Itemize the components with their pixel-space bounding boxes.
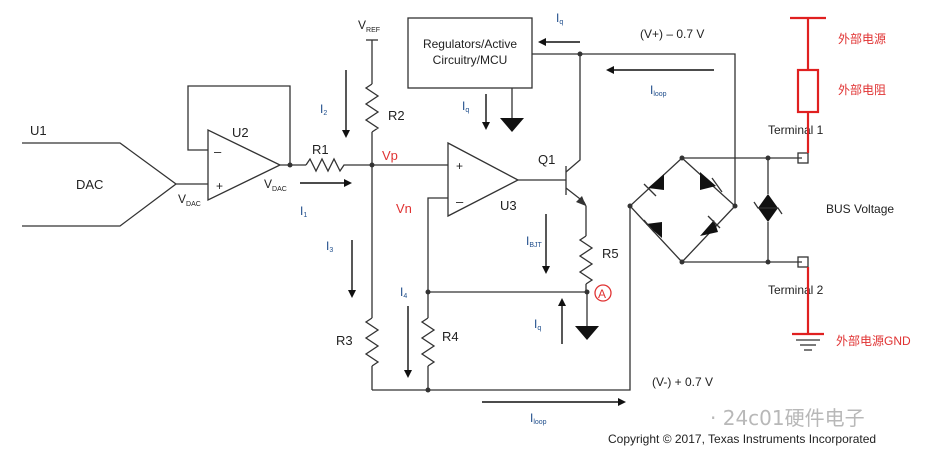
ground-icon-reg <box>500 118 524 132</box>
i1-arrow <box>300 179 352 187</box>
i3-arrow <box>348 240 356 298</box>
iloop-top-arrow <box>606 66 714 74</box>
r1-label: R1 <box>312 142 329 157</box>
vp-label: Vp <box>382 148 398 163</box>
iq-left-arrow <box>538 38 580 46</box>
iq-label-a: Iq <box>534 317 541 332</box>
r1-resistor: R1 <box>305 142 372 173</box>
node-a: A <box>594 284 612 302</box>
svg-text:Circuitry/MCU: Circuitry/MCU <box>433 53 508 67</box>
i3-label: I3 <box>326 239 333 254</box>
vdac-u1-label: VDAC <box>178 192 201 208</box>
u3-label: U3 <box>500 198 517 213</box>
ext-gnd-label: 外部电源GND <box>836 333 911 348</box>
iq-up-arrow <box>558 298 566 344</box>
vdac-u2-label: VDAC <box>264 177 287 193</box>
iq-down-arrow <box>482 94 490 130</box>
i2-label: I2 <box>320 102 327 117</box>
u2-plus-sign: + <box>216 179 223 193</box>
vminus-label: (V-) + 0.7 V <box>652 375 713 389</box>
r4-label: R4 <box>442 329 459 344</box>
u2-op-amp: – + U2 <box>207 125 282 202</box>
r5-label: R5 <box>602 246 619 261</box>
iloop-label-bottom: Iloop <box>530 411 547 426</box>
watermark: · 24c01硬件电子 <box>710 406 865 430</box>
terminal1-label: Terminal 1 <box>768 123 824 137</box>
r3-label: R3 <box>336 333 353 348</box>
terminal2-pad <box>797 256 809 268</box>
terminal1-pad <box>797 152 809 164</box>
u3-plus-sign: + <box>456 159 463 173</box>
u2-minus-sign: – <box>214 144 222 159</box>
ext-source-label: 外部电源 <box>838 31 886 46</box>
i4-label: I4 <box>400 285 407 300</box>
ext-resistor-label: 外部电阻 <box>838 82 886 97</box>
u3-minus-sign: – <box>456 194 464 209</box>
tvs-diode <box>753 158 783 262</box>
i1-label: I1 <box>300 204 307 219</box>
bottom-return-wire <box>372 206 631 393</box>
ground-icon-a <box>575 326 599 340</box>
svg-text:Regulators/Active: Regulators/Active <box>423 37 517 51</box>
dac-block: U1 DAC VDAC <box>22 123 201 227</box>
u3-op-amp: + – U3 <box>447 141 520 218</box>
terminal2-label: Terminal 2 <box>768 283 824 297</box>
vref-label: VREF <box>358 18 380 34</box>
r2-label: R2 <box>388 108 405 123</box>
q1-transistor: Q1 <box>538 54 587 207</box>
r4-resistor: R4 <box>420 292 459 390</box>
q1-label: Q1 <box>538 152 555 167</box>
dac-label: DAC <box>76 177 103 192</box>
vn-label: Vn <box>396 201 412 216</box>
u1-label: U1 <box>30 123 47 138</box>
iloop-label-top: Iloop <box>650 83 667 98</box>
i4-arrow <box>404 306 412 378</box>
u2-label: U2 <box>232 125 249 140</box>
regulators-block: Regulators/Active Circuitry/MCU <box>407 17 533 89</box>
ground-icon-external <box>796 339 820 351</box>
copyright: Copyright © 2017, Texas Instruments Inco… <box>608 432 876 446</box>
i2-arrow <box>342 70 350 138</box>
svg-text:A: A <box>598 287 606 301</box>
r5-resistor: R5 <box>578 206 619 292</box>
ibjt-arrow <box>542 214 550 274</box>
external-loop <box>790 16 826 336</box>
iq-label-reg: Iq <box>462 99 469 114</box>
vref-r2-r3-column <box>364 39 380 390</box>
ibjt-label: IBJT <box>526 234 543 249</box>
bus-voltage-label: BUS Voltage <box>826 202 894 216</box>
vplus-label: (V+) – 0.7 V <box>640 27 704 41</box>
iloop-bottom-arrow <box>482 398 626 406</box>
bridge-rectifier <box>629 157 736 263</box>
iq-label-top: Iq <box>556 11 563 26</box>
